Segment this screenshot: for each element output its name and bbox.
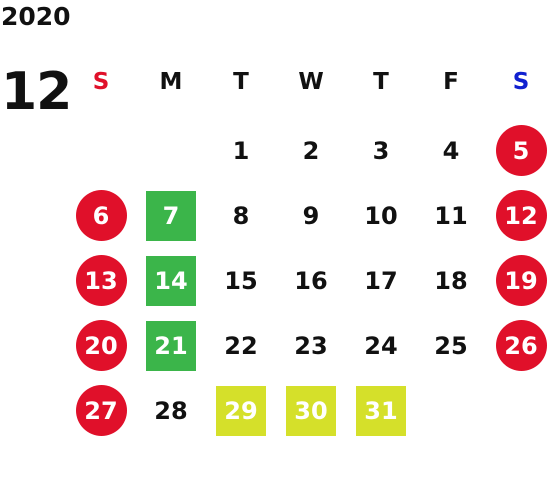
day-number: 5 (495, 125, 547, 176)
day-number: 21 (146, 320, 196, 371)
day-cell-31[interactable]: 31 (346, 378, 416, 443)
day-cell-5[interactable]: 5 (486, 118, 548, 183)
day-number: 26 (495, 320, 547, 371)
day-number: 7 (146, 190, 196, 241)
day-number: 20 (75, 320, 127, 371)
day-number: 17 (364, 266, 398, 295)
day-cell-17[interactable]: 17 (346, 248, 416, 313)
day-number: 2 (302, 136, 320, 165)
day-number: 30 (286, 385, 336, 436)
day-cell-1[interactable]: 1 (206, 118, 276, 183)
day-cell-15[interactable]: 15 (206, 248, 276, 313)
day-number: 4 (442, 136, 460, 165)
weekday-friday: F (443, 69, 459, 95)
day-number: 9 (302, 201, 320, 230)
day-cell-10[interactable]: 10 (346, 183, 416, 248)
day-cell-13[interactable]: 13 (66, 248, 136, 313)
day-number: 1 (232, 136, 250, 165)
weekday-wednesday: W (298, 69, 324, 95)
day-cell-7[interactable]: 7 (136, 183, 206, 248)
day-number: 14 (146, 255, 196, 306)
day-number: 19 (495, 255, 547, 306)
day-number: 6 (75, 190, 127, 241)
year-label: 2020 (1, 2, 71, 31)
day-cell-14[interactable]: 14 (136, 248, 206, 313)
day-number: 25 (434, 331, 468, 360)
day-cell-18[interactable]: 18 (416, 248, 486, 313)
day-number: 16 (294, 266, 328, 295)
day-number: 15 (224, 266, 258, 295)
day-number: 24 (364, 331, 398, 360)
day-number: 23 (294, 331, 328, 360)
day-number: 28 (154, 396, 188, 425)
weekday-tuesday: T (233, 69, 249, 95)
day-cell-19[interactable]: 19 (486, 248, 548, 313)
weekday-header: S M T W T F S (66, 62, 548, 102)
day-number: 8 (232, 201, 250, 230)
day-cell-4[interactable]: 4 (416, 118, 486, 183)
day-number: 12 (495, 190, 547, 241)
day-cell-11[interactable]: 11 (416, 183, 486, 248)
day-cell-12[interactable]: 12 (486, 183, 548, 248)
day-cell-22[interactable]: 22 (206, 313, 276, 378)
day-cell-9[interactable]: 9 (276, 183, 346, 248)
day-cell-26[interactable]: 26 (486, 313, 548, 378)
day-cell-16[interactable]: 16 (276, 248, 346, 313)
day-number: 31 (356, 385, 406, 436)
day-cell-27[interactable]: 27 (66, 378, 136, 443)
day-cell-29[interactable]: 29 (206, 378, 276, 443)
day-cell-21[interactable]: 21 (136, 313, 206, 378)
day-number: 11 (434, 201, 468, 230)
day-number: 18 (434, 266, 468, 295)
day-cell-24[interactable]: 24 (346, 313, 416, 378)
day-cell-28[interactable]: 28 (136, 378, 206, 443)
day-cell-6[interactable]: 6 (66, 183, 136, 248)
day-cell-30[interactable]: 30 (276, 378, 346, 443)
day-number: 13 (75, 255, 127, 306)
day-cell-20[interactable]: 20 (66, 313, 136, 378)
weekday-thursday: T (373, 69, 389, 95)
weekday-monday: M (159, 69, 183, 95)
day-cell-2[interactable]: 2 (276, 118, 346, 183)
day-cell-25[interactable]: 25 (416, 313, 486, 378)
day-number: 22 (224, 331, 258, 360)
weekday-saturday: S (512, 69, 530, 95)
day-number: 3 (372, 136, 390, 165)
day-cell-23[interactable]: 23 (276, 313, 346, 378)
weekday-sunday: S (92, 69, 110, 95)
day-cell-8[interactable]: 8 (206, 183, 276, 248)
day-number: 27 (75, 385, 127, 436)
day-cell-3[interactable]: 3 (346, 118, 416, 183)
day-number: 29 (216, 385, 266, 436)
day-number: 10 (364, 201, 398, 230)
month-label: 12 (1, 62, 72, 122)
